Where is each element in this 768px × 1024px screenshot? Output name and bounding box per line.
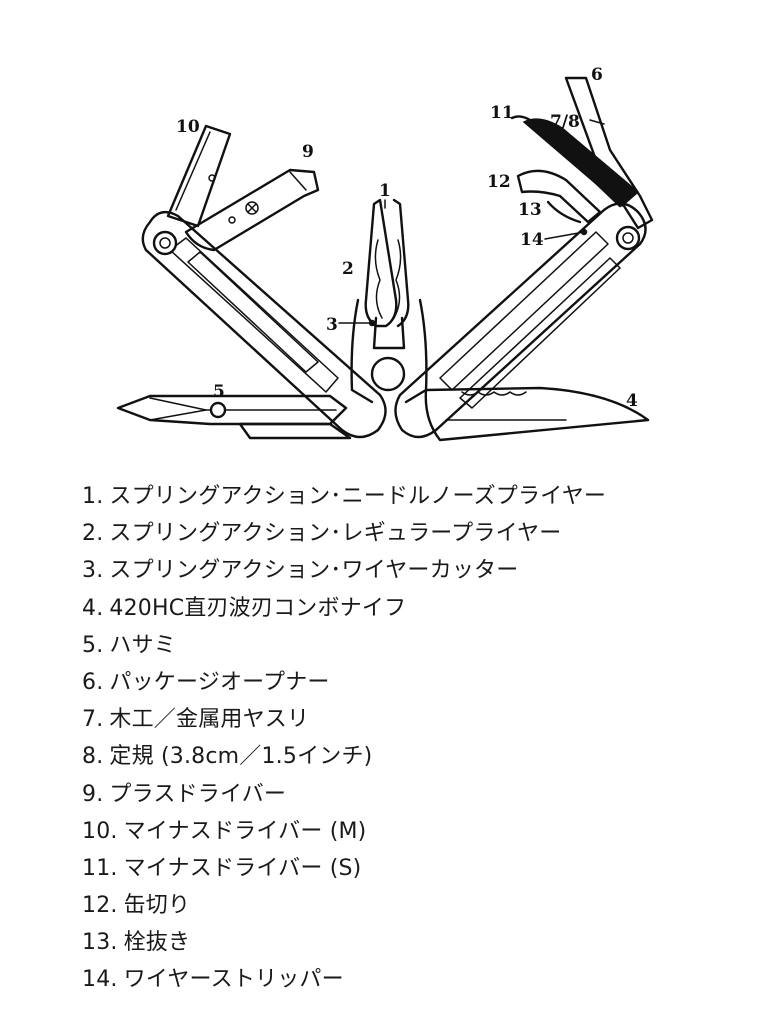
phillips-screwdriver (184, 168, 320, 252)
legend-item: 7.木工／金属用ヤスリ (82, 707, 310, 733)
pliers (350, 198, 428, 404)
callout-10: 10 (176, 117, 200, 137)
callout-5: 5 (213, 382, 225, 402)
flat-screwdriver-m (166, 124, 232, 228)
file-and-openers (510, 76, 654, 230)
legend-item: 12.缶切り (82, 893, 191, 919)
legend-item: 1.スプリングアクション･ニードルノーズプライヤー (82, 484, 607, 509)
legend-item: 10.マイナスドライバー (M) (82, 818, 367, 844)
callout-labels: 1 2 3 4 5 6 7/8 9 10 11 12 13 14 (176, 65, 638, 411)
callout-9: 9 (302, 142, 314, 162)
legend-item: 2.スプリングアクション･レギュラープライヤー (82, 521, 562, 547)
legend-item: 4.420HC直刃波刃コンボナイフ (82, 595, 407, 621)
scissors (116, 394, 352, 440)
legend-item: 6.パッケージオープナー (82, 669, 330, 695)
legend-item: 3.スプリングアクション･ワイヤーカッター (82, 558, 519, 584)
callout-11: 11 (490, 103, 514, 123)
callout-3: 3 (326, 315, 338, 335)
callout-12: 12 (487, 172, 511, 192)
callout-7-8: 7/8 (550, 112, 580, 132)
right-handle (394, 202, 647, 439)
legend-item: 9.プラスドライバー (82, 781, 287, 807)
callout-4: 4 (626, 391, 638, 411)
knife (424, 386, 650, 442)
legend-item: 14.ワイヤーストリッパー (82, 967, 344, 993)
legend-item: 11.マイナスドライバー (S) (82, 855, 362, 881)
parts-legend: 1.スプリングアクション･ニードルノーズプライヤー 2.スプリングアクション･レ… (82, 478, 606, 999)
multitool-diagram: 1 2 3 4 5 6 7/8 9 10 11 12 13 14 (116, 65, 654, 442)
callout-2: 2 (342, 259, 354, 279)
callout-1: 1 (379, 181, 391, 201)
callout-14: 14 (520, 230, 544, 250)
legend-item: 13.栓抜き (82, 930, 191, 956)
left-handle (141, 210, 387, 439)
legend-item: 5.ハサミ (82, 632, 176, 658)
legend-item: 8.定規 (3.8cm／1.5インチ) (82, 744, 373, 770)
callout-13: 13 (518, 200, 542, 220)
callout-6: 6 (591, 65, 603, 85)
callout-leaders (338, 199, 588, 327)
